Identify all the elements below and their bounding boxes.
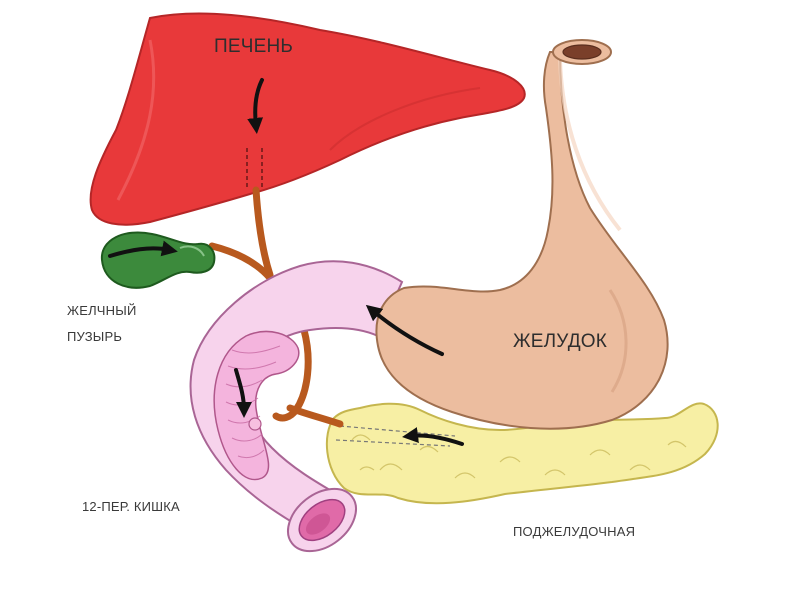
pancreas xyxy=(325,402,719,505)
stomach-label: ЖЕЛУДОК xyxy=(513,331,608,352)
gallbladder-label-line2: ПУЗЫРЬ xyxy=(67,329,123,344)
liver xyxy=(89,12,526,226)
flow-arrows xyxy=(108,78,464,446)
pancreas-label: ПОДЖЕЛУДОЧНАЯ xyxy=(513,524,636,539)
arrow-stomach xyxy=(365,304,444,356)
arrow-duodenum xyxy=(234,368,252,418)
gallbladder-label-line1: ЖЕЛЧНЫЙ xyxy=(67,303,137,318)
hepatic-duct-outline xyxy=(246,148,263,190)
bile-duct xyxy=(208,186,344,428)
gallbladder xyxy=(100,231,216,289)
arrow-pancreas xyxy=(402,427,464,446)
duodenum-label: 12-ПЕР. КИШКА xyxy=(82,499,180,514)
stomach xyxy=(375,39,669,430)
liver-label: ПЕЧЕНЬ xyxy=(214,36,294,57)
arrow-gallbladder xyxy=(108,240,178,258)
arrow-liver xyxy=(247,78,264,134)
